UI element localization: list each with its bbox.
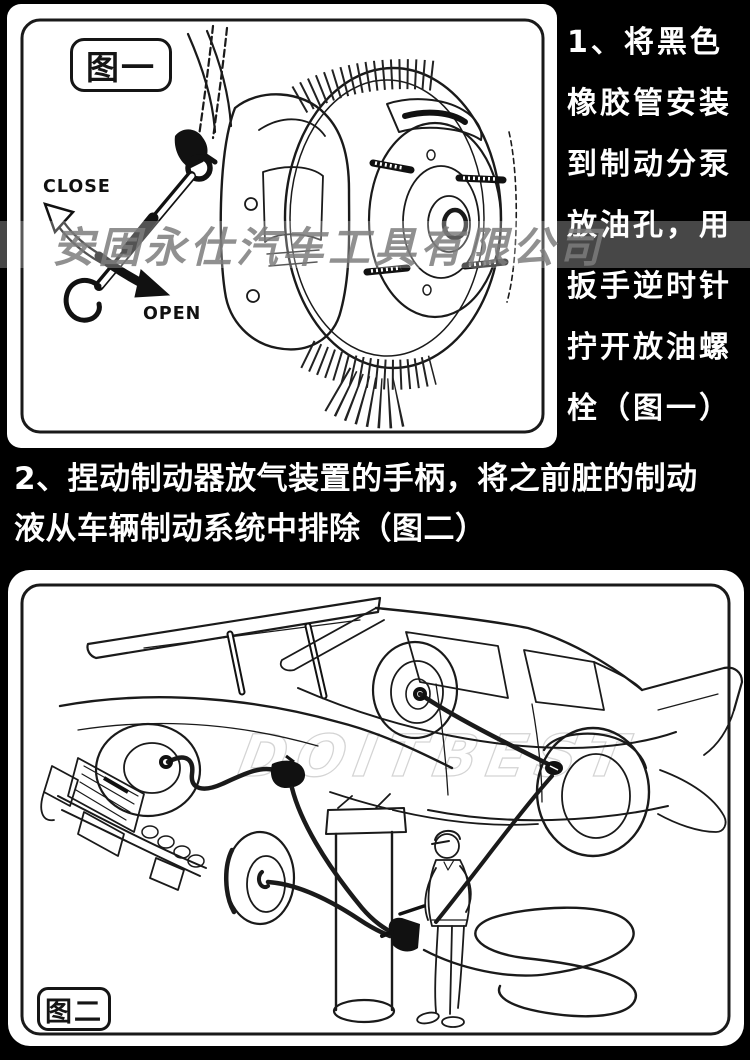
figure1-caption-badge: 图一 [70,38,172,92]
drain-hose-coil [422,906,638,1018]
step1-line: 拧开放油螺 [567,330,732,365]
wheel-studs [363,159,509,276]
mechanic [416,829,472,1028]
close-label: CLOSE [43,177,111,197]
open-arrow [94,251,171,298]
figure2-border [20,583,731,1036]
wheels [94,640,651,926]
step2-line: 液从车辆制动系统中排除（图二） [14,511,487,547]
step1-line: 栓（图一） [567,391,732,426]
figure2-caption: 图二 [45,996,103,1028]
step1-line: 橡胶管安装 [567,86,732,121]
wheel-hub [367,121,503,319]
close-arrow [43,202,108,265]
brake-caliper [219,93,351,351]
step1-line: 1、将黑色 [567,25,723,60]
step1-line: 到制动分泵 [567,147,732,182]
car-drawing [58,596,744,833]
figure2-illustration: DOITBEST [20,583,744,1036]
step1-text: 1、将黑色 橡胶管安装 到制动分泵 放油孔，用 扳手逆时针 拧开放油螺 栓（图一… [567,26,747,426]
bleeder-hoses [159,687,563,939]
figure1-illustration: CLOSE OPEN [20,18,545,434]
figure2-caption-badge: 图二 [37,987,111,1031]
step2-line: 2、捏动制动器放气装置的手柄，将之前脏的制动 [14,461,698,497]
rubber-hose [197,24,229,140]
figure1-caption: 图一 [86,48,156,87]
bleeder-pump [380,904,426,952]
step1-line: 扳手逆时针 [567,269,732,304]
step1-line: 放油孔，用 [567,208,732,243]
open-label: OPEN [143,304,201,324]
hub-nut [441,207,469,241]
front-grille [40,757,207,891]
figure1-border [20,18,545,434]
step2-text: 2、捏动制动器放气装置的手柄，将之前脏的制动 液从车辆制动系统中排除（图二） [14,461,744,547]
